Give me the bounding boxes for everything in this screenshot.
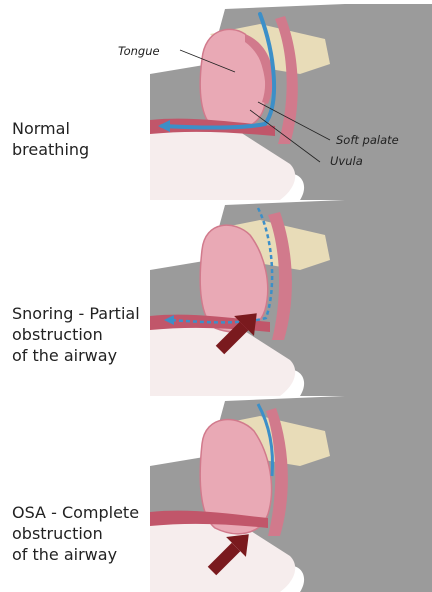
panel-normal-breathing xyxy=(150,4,432,200)
label-tongue: Tongue xyxy=(118,44,160,58)
airway-illustration-osa xyxy=(150,396,432,592)
panel-osa xyxy=(150,396,432,592)
caption-osa: OSA - Complete obstruction of the airway xyxy=(12,502,139,565)
airway-illustration-snoring xyxy=(150,200,432,396)
caption-snoring: Snoring - Partial obstruction of the air… xyxy=(12,303,140,366)
airway-illustration-normal xyxy=(150,4,432,200)
label-uvula: Uvula xyxy=(330,154,363,168)
panel-snoring xyxy=(150,200,432,396)
caption-normal-breathing: Normal breathing xyxy=(12,118,89,160)
label-soft-palate: Soft palate xyxy=(336,133,399,147)
